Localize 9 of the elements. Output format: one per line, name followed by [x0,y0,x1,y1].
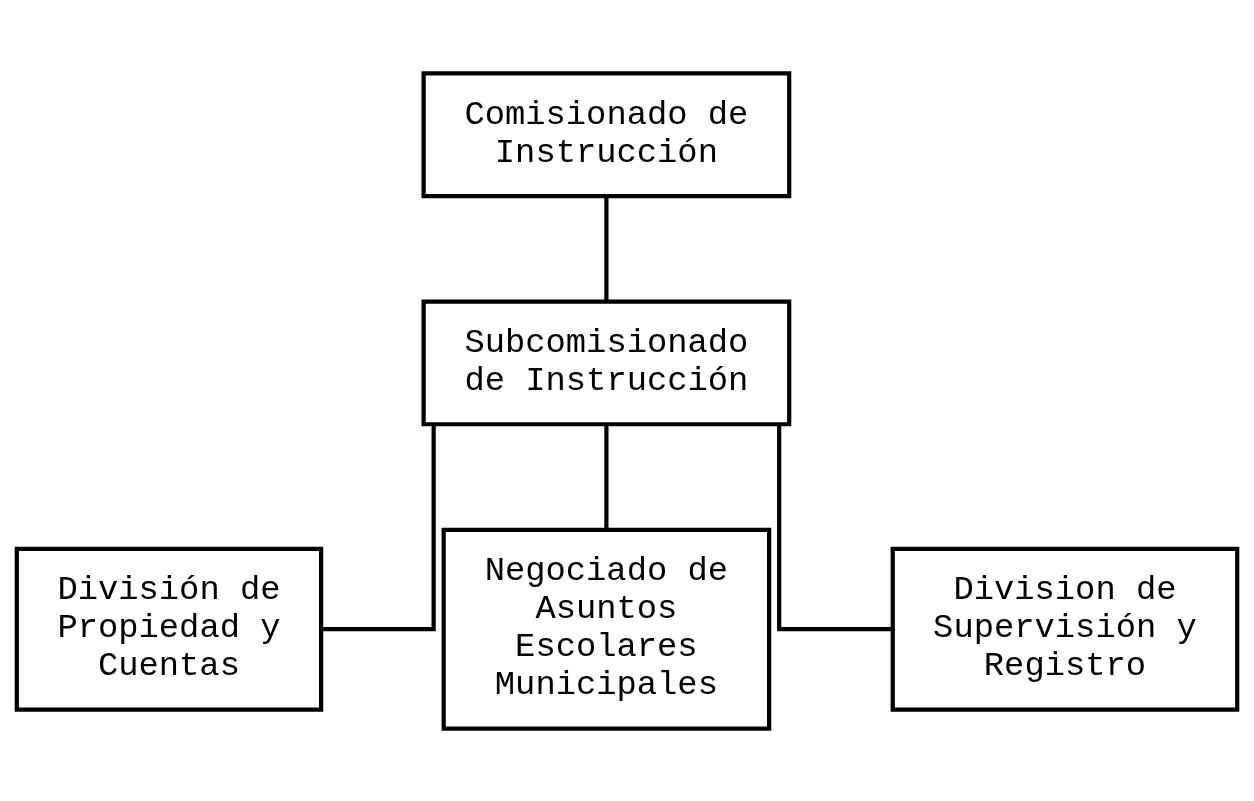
connector [321,424,436,631]
node-box: Comisionado de Instrucción [421,70,792,198]
node-box: Subcomisionado de Instrucción [421,299,792,426]
node-box: División de Propiedad y Cuentas [14,546,324,712]
node-box: Negociado de Asuntos Escolares Municipales [441,527,772,731]
connector [604,196,609,301]
connector [604,424,609,529]
node-box: Division de Supervisión y Registro [890,546,1240,712]
connector [777,424,893,631]
